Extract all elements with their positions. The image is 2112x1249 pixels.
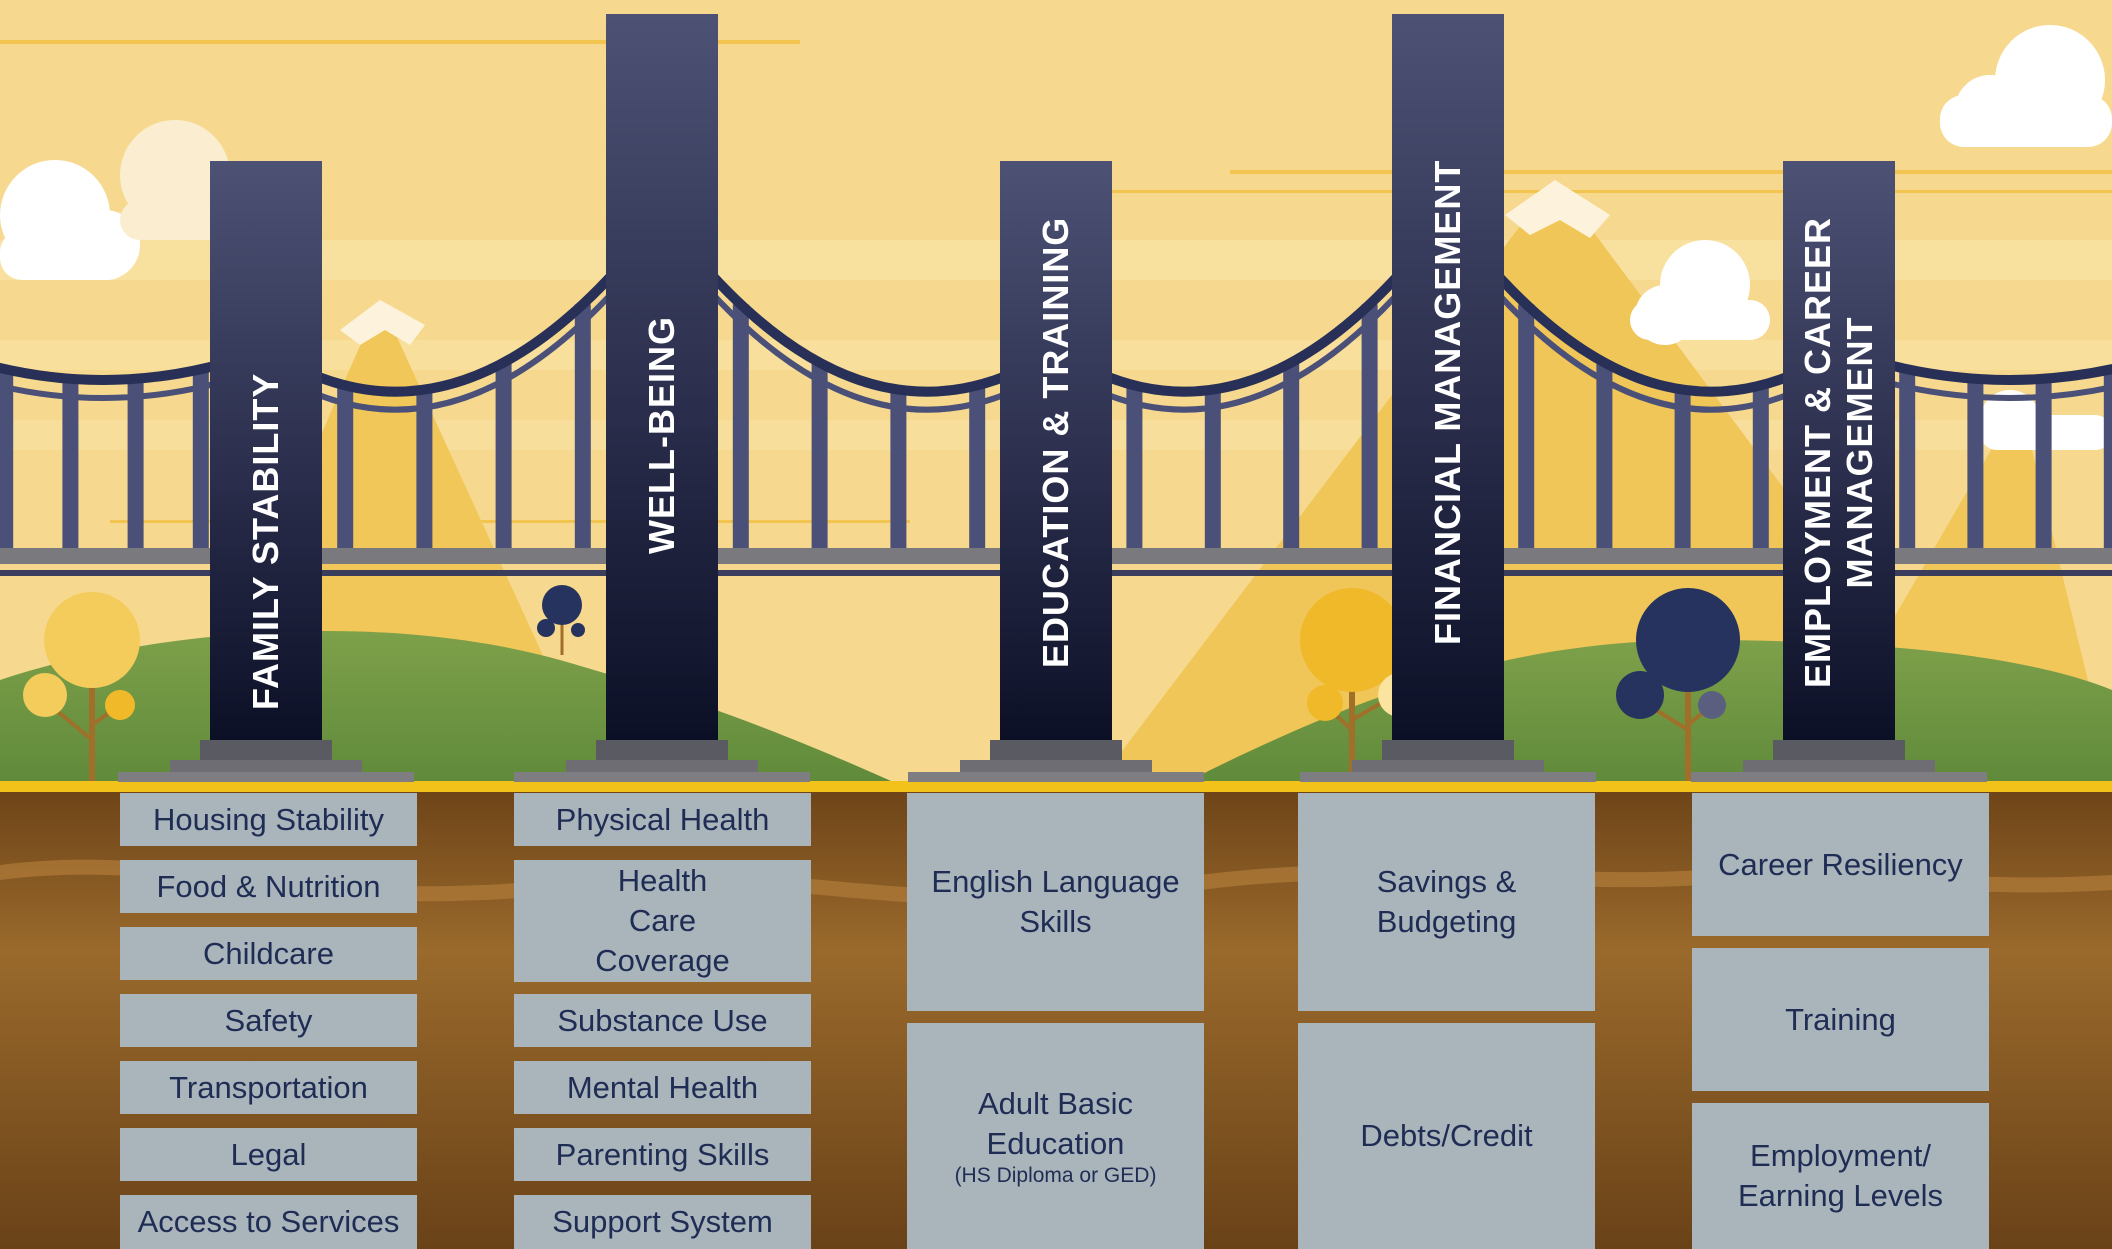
foundation-transportation: Transportation [120, 1061, 417, 1114]
pillar-education-training: EDUCATION & TRAINING [1000, 161, 1112, 740]
foundation-training: Training [1692, 948, 1989, 1091]
foundation-label: Debts/Credit [1360, 1118, 1533, 1153]
foundation-label: Career Resiliency [1718, 846, 1963, 882]
foundation-label: Access to Services [137, 1204, 400, 1239]
pillar-well-being: WELL-BEING [606, 14, 718, 740]
pillar-financial-management: FINANCIAL MANAGEMENT [1392, 14, 1504, 740]
foundation-physical-health: Physical Health [514, 793, 811, 846]
pillar-label-line: FAMILY STABILITY [245, 372, 286, 710]
foundation-access-to-services: Access to Services [120, 1195, 417, 1249]
pillar-label: WELL-BEING [641, 316, 683, 554]
foundation-label: Food & Nutrition [156, 868, 381, 904]
pillar-label-line: FINANCIAL MANAGEMENT [1427, 159, 1468, 645]
foundation-safety: Safety [120, 994, 417, 1047]
pillar-label: FINANCIAL MANAGEMENT [1427, 160, 1469, 645]
clouds [0, 25, 2112, 450]
foundation-legal: Legal [120, 1128, 417, 1181]
foundation-career-resiliency: Career Resiliency [1692, 793, 1989, 936]
foundation-label: Support System [552, 1204, 773, 1239]
pillar-label: EDUCATION & TRAINING [1035, 217, 1077, 668]
foundation-label: Health Care Coverage [595, 863, 730, 978]
foundation-label: Childcare [203, 935, 334, 971]
pillar-label-line: MANAGEMENT [1839, 316, 1880, 589]
foundation-label: Transportation [169, 1069, 368, 1105]
foundation-label: Legal [230, 1136, 307, 1172]
foundation-english-language-skills: English Language Skills [907, 793, 1204, 1011]
pillar-family-stability: FAMILY STABILITY [210, 161, 322, 740]
foundation-parenting-skills: Parenting Skills [514, 1128, 811, 1181]
foundation-health-care-coverage: Health Care Coverage [514, 860, 811, 982]
pillar-label: EMPLOYMENT & CAREER MANAGEMENT [1797, 217, 1881, 688]
foundation-label: Housing Stability [153, 801, 384, 837]
foundation-label: Physical Health [555, 801, 770, 837]
pillar-employment-career: EMPLOYMENT & CAREER MANAGEMENT [1783, 161, 1895, 740]
pillar-label-line: WELL-BEING [641, 316, 682, 554]
foundation-label: Substance Use [557, 1002, 768, 1038]
foundation-label: Training [1785, 1001, 1896, 1037]
foundation-label: Savings & Budgeting [1376, 864, 1517, 939]
pillar-label-line: EMPLOYMENT & CAREER [1797, 216, 1838, 688]
foundation-label: English Language Skills [931, 864, 1180, 939]
foundation-mental-health: Mental Health [514, 1061, 811, 1114]
foundation-substance-use: Substance Use [514, 994, 811, 1047]
foundation-label: Adult Basic Education [977, 1086, 1134, 1161]
foundation-housing-stability: Housing Stability [120, 793, 417, 846]
foundation-debts-credit: Debts/Credit [1298, 1023, 1595, 1249]
foundation-savings-budgeting: Savings & Budgeting [1298, 793, 1595, 1011]
foundation-label: Parenting Skills [555, 1136, 770, 1172]
foundation-adult-basic-education: Adult Basic Education (HS Diploma or GED… [907, 1023, 1204, 1249]
foundation-label: Employment/ Earning Levels [1737, 1138, 1944, 1213]
tree-navy-small [537, 585, 585, 655]
foundation-support-system: Support System [514, 1195, 811, 1249]
foundation-employment-earning-levels: Employment/ Earning Levels [1692, 1103, 1989, 1249]
pillar-label-line: EDUCATION & TRAINING [1035, 216, 1076, 668]
pillar-label: FAMILY STABILITY [245, 373, 287, 710]
foundation-sublabel: (HS Diploma or GED) [954, 1164, 1157, 1187]
tree-navy-right [1616, 588, 1740, 795]
pillar-bases [118, 740, 1987, 782]
foundation-food-nutrition: Food & Nutrition [120, 860, 417, 913]
foundation-label: Mental Health [566, 1069, 759, 1105]
bridge-suspenders [0, 304, 2112, 548]
foundation-label: Safety [224, 1002, 313, 1038]
tree-yellow-left [23, 592, 140, 790]
foundation-childcare: Childcare [120, 927, 417, 980]
